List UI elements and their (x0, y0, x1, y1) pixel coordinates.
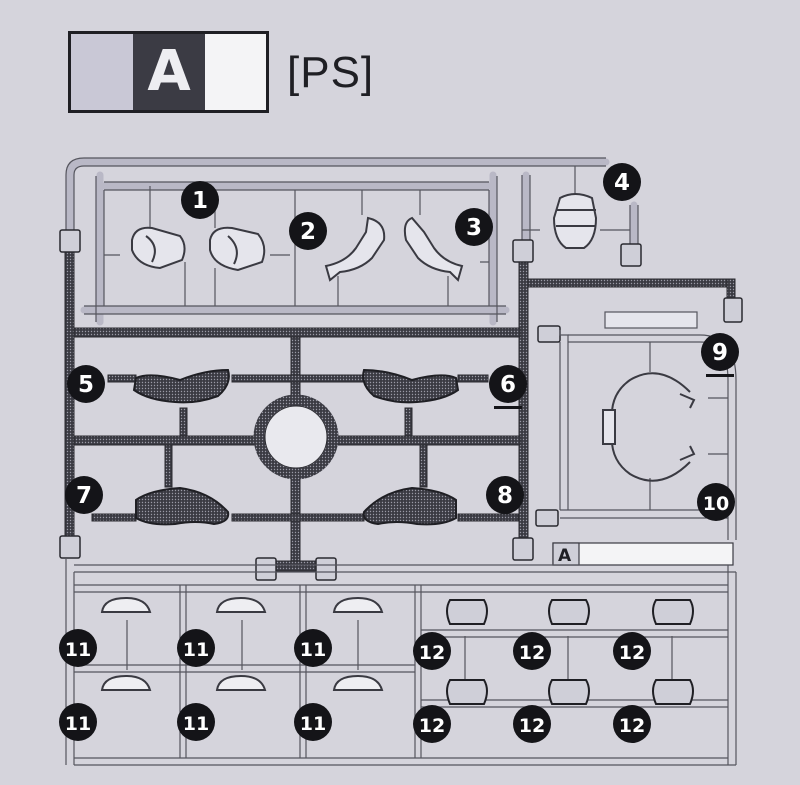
part-marker-number: 10 (703, 493, 729, 515)
part-marker-12: 12 (513, 705, 551, 743)
runner-letter: A (133, 34, 205, 110)
part-marker-11: 11 (59, 703, 97, 741)
gray-swatch-light (71, 34, 133, 110)
upper-light-frame (66, 158, 638, 326)
part-11-pieces (100, 596, 384, 691)
part-marker-10: 10 (697, 483, 735, 521)
part-12-pieces (446, 599, 694, 705)
part-marker-number: 6 (500, 372, 516, 398)
part-marker-number: 9 (712, 340, 728, 366)
part-marker-2: 2 (289, 212, 327, 250)
part-marker-11: 11 (294, 629, 332, 667)
part-marker-circle (613, 705, 651, 743)
part-marker-1: 1 (181, 181, 219, 219)
runner-hubs (59, 229, 743, 581)
part-marker-circle (489, 365, 527, 403)
part-marker-4: 4 (603, 163, 641, 201)
white-swatch (205, 34, 266, 110)
part-marker-circle (486, 476, 524, 514)
material-label: [PS] (287, 48, 375, 97)
part-marker-6: 6 (489, 365, 527, 409)
part-marker-number: 12 (519, 715, 545, 737)
part-marker-number: 8 (497, 483, 513, 509)
part-marker-circle (513, 705, 551, 743)
part-marker-12: 12 (513, 632, 551, 670)
part-marker-circle (413, 632, 451, 670)
part-marker-number: 11 (300, 639, 326, 661)
part-marker-circle (294, 629, 332, 667)
part-marker-number: 11 (300, 713, 326, 735)
part-marker-circle (67, 365, 105, 403)
part-4-piece (552, 193, 598, 249)
part-marker-number: 11 (183, 639, 209, 661)
part-marker-underline (494, 406, 522, 409)
runner-tag-letter: A (558, 546, 572, 566)
part-marker-number: 12 (519, 642, 545, 664)
part-marker-circle (603, 163, 641, 201)
part-marker-number: 11 (65, 639, 91, 661)
upper-gates (104, 166, 630, 306)
part-marker-circle (294, 703, 332, 741)
part-marker-circle (65, 476, 103, 514)
part-marker-circle (59, 703, 97, 741)
part-marker-circle (413, 705, 451, 743)
part-marker-circle (181, 181, 219, 219)
part-marker-11: 11 (177, 703, 215, 741)
part-marker-circle (455, 208, 493, 246)
part-marker-12: 12 (413, 705, 451, 743)
part-marker-circle (697, 483, 735, 521)
part-marker-3: 3 (455, 208, 493, 246)
runner-label-box: A (68, 31, 269, 113)
part-marker-underline (706, 374, 734, 377)
part-marker-number: 7 (76, 483, 92, 509)
dark-gates (91, 374, 519, 522)
part-marker-number: 3 (466, 215, 482, 241)
part-marker-12: 12 (613, 632, 651, 670)
part-marker-circle (513, 632, 551, 670)
part-2-3-pieces (324, 216, 464, 282)
part-marker-number: 2 (300, 219, 316, 245)
part-marker-9: 9 (701, 333, 739, 377)
part-marker-number: 12 (419, 642, 445, 664)
part-marker-number: 4 (614, 170, 630, 196)
part-marker-circle (177, 629, 215, 667)
part-marker-11: 11 (177, 629, 215, 667)
part-marker-number: 11 (183, 713, 209, 735)
part-marker-5: 5 (67, 365, 105, 403)
part-marker-8: 8 (486, 476, 524, 514)
part-1-pieces (131, 226, 266, 272)
part-marker-7: 7 (65, 476, 103, 514)
part-marker-number: 5 (78, 372, 94, 398)
runner-tag-box (552, 542, 734, 566)
part-marker-circle (59, 629, 97, 667)
center-ring (253, 394, 339, 480)
part-marker-number: 12 (619, 715, 645, 737)
part-marker-circle (701, 333, 739, 371)
part-marker-number: 12 (619, 642, 645, 664)
part-marker-12: 12 (613, 705, 651, 743)
part-marker-circle (289, 212, 327, 250)
dark-sole-parts (132, 368, 460, 526)
upper-light-frame-outline (65, 157, 639, 322)
part-marker-11: 11 (294, 703, 332, 741)
part-marker-circle (177, 703, 215, 741)
part-marker-circle (613, 632, 651, 670)
part-marker-11: 11 (59, 629, 97, 667)
part-marker-number: 11 (65, 713, 91, 735)
part-marker-number: 12 (419, 715, 445, 737)
part-marker-12: 12 (413, 632, 451, 670)
part-marker-number: 1 (192, 188, 208, 214)
part-9-10-pieces (602, 372, 696, 482)
